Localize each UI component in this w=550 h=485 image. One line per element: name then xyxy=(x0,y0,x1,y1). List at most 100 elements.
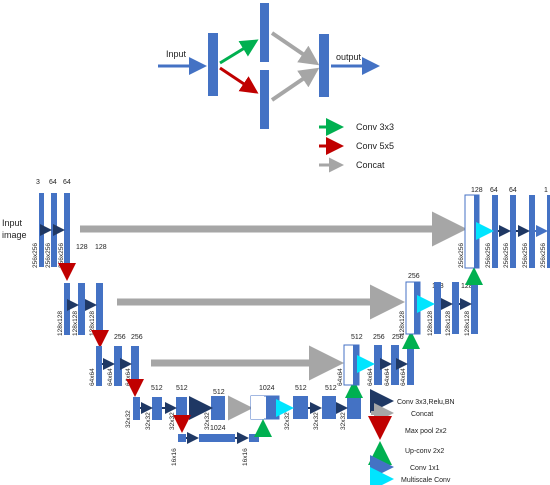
channel-label: 64 xyxy=(490,187,498,194)
dimension-label: 32x32 xyxy=(125,410,132,428)
feature-block xyxy=(529,195,535,268)
dimension-label: 256x256 xyxy=(485,243,492,268)
feature-block xyxy=(64,193,70,267)
dimension-label: 128x128 xyxy=(464,311,471,336)
dimension-label: 256x256 xyxy=(58,243,65,268)
channel-label: 512 xyxy=(325,385,337,392)
feature-block xyxy=(131,346,139,386)
dimension-label: 64x64 xyxy=(400,368,407,386)
feature-block xyxy=(374,345,382,385)
legend-conv-label: Conv 3x3,Relu,BN xyxy=(397,399,455,406)
feature-block xyxy=(64,283,70,335)
channel-label: 128 xyxy=(471,187,483,194)
channel-label: 64 xyxy=(49,179,57,186)
feature-block xyxy=(114,346,122,386)
legend-maxpool-label: Max pool 2x2 xyxy=(405,428,447,435)
dimension-label: 256x256 xyxy=(458,243,465,268)
dimension-label: 256x256 xyxy=(503,243,510,268)
channel-label: 128 xyxy=(461,283,473,290)
module-output-block xyxy=(319,34,329,97)
channel-label: 512 xyxy=(295,385,307,392)
dimension-label: 128x128 xyxy=(445,311,452,336)
dimension-label: 64x64 xyxy=(125,368,132,386)
dimension-label: 64x64 xyxy=(337,368,344,386)
channel-label: 512 xyxy=(351,334,363,341)
channel-label: 1024 xyxy=(210,425,226,432)
dimension-label: 32x32 xyxy=(284,412,291,430)
feature-block xyxy=(96,346,102,386)
input-image-label-line2: image xyxy=(2,230,27,240)
multiscale-module: Input output Conv 3x3 Conv 5x5 Concat xyxy=(158,3,394,173)
decoder-level-2: 256 128 128 128x128 128x128 128x128 128x… xyxy=(399,273,478,336)
concat-arrow-upper xyxy=(270,31,320,66)
dimension-label: 256x256 xyxy=(32,243,39,268)
feature-block xyxy=(39,193,44,267)
feature-block xyxy=(407,345,414,385)
unet: Input image 3 64 64 256x256 256x256 256x… xyxy=(2,179,550,485)
concat-arrow-lower xyxy=(270,67,320,102)
encoder-level-1: 3 64 64 256x256 256x256 256x256 xyxy=(32,179,71,268)
feature-block xyxy=(152,397,162,420)
feature-block xyxy=(510,195,516,268)
conv3-branch-arrow xyxy=(219,39,259,65)
feature-block xyxy=(353,345,359,385)
feature-block xyxy=(452,282,459,334)
dimension-label: 64x64 xyxy=(89,368,96,386)
feature-block xyxy=(178,434,186,442)
channel-label: 64 xyxy=(63,179,71,186)
conv3-output-block xyxy=(260,3,269,62)
feature-block xyxy=(434,282,441,334)
feature-block xyxy=(293,396,308,419)
dimension-label: 32x32 xyxy=(204,412,211,430)
dimension-label: 256x256 xyxy=(45,243,52,268)
output-block xyxy=(547,195,550,268)
channel-label: 3 xyxy=(36,179,40,186)
feature-block xyxy=(133,397,140,420)
legend-concat-label: Concat xyxy=(356,160,385,170)
feature-block xyxy=(471,282,478,334)
channel-label: 512 xyxy=(213,389,225,396)
channel-label: 256 xyxy=(114,334,126,341)
unet-legend: Conv 3x3,Relu,BN Concat Max pool 2x2 Up-… xyxy=(368,389,455,485)
dimension-label: 32x32 xyxy=(145,412,152,430)
feature-block xyxy=(347,396,361,419)
dimension-label: 128x128 xyxy=(427,311,434,336)
feature-block xyxy=(322,396,336,419)
feature-block xyxy=(492,195,498,268)
dimension-label: 32x32 xyxy=(340,412,347,430)
dimension-label: 32x32 xyxy=(313,412,320,430)
dimension-label: 128x128 xyxy=(89,311,96,336)
legend-conv1x1-label: Conv 1x1 xyxy=(410,465,440,472)
channel-label: 256 xyxy=(392,334,404,341)
feature-block xyxy=(251,396,264,419)
decoder-level-4: 1024 512 512 32x32 32x32 32x32 xyxy=(250,385,361,430)
dimension-label: 32x32 xyxy=(169,412,176,430)
encoder-level-4: 512 512 512 32x32 32x32 32x32 32x32 xyxy=(125,385,225,430)
channel-label: 512 xyxy=(151,385,163,392)
channel-label: 256 xyxy=(131,334,143,341)
channel-label: 256 xyxy=(408,273,420,280)
bottleneck: 1024 16x16 16x16 xyxy=(171,425,259,466)
channel-label: 128 xyxy=(76,244,88,251)
dimension-label: 16x16 xyxy=(171,448,178,466)
feature-block xyxy=(249,434,259,442)
encoder-level-2: 128 128 128x128 128x128 128x128 xyxy=(57,244,107,336)
conv5-branch-arrow xyxy=(219,66,259,94)
encoder-level-3: 256 256 64x64 64x64 64x64 xyxy=(89,334,143,386)
feature-block xyxy=(414,282,420,334)
feature-block xyxy=(78,283,85,335)
dimension-label: 256x256 xyxy=(522,243,529,268)
feature-block xyxy=(176,397,187,420)
legend-upconv-label: Up-conv 2x2 xyxy=(405,448,444,455)
legend-multiscale-label: Multiscale Conv xyxy=(401,477,451,484)
decoder-level-3: 512 256 256 64x64 64x64 64x64 64x64 xyxy=(337,334,414,386)
dimension-label: 256x256 xyxy=(540,243,547,268)
legend-conv5-label: Conv 5x5 xyxy=(356,141,394,151)
module-input-block xyxy=(208,33,218,96)
decoder-level-1: 128 64 64 1 256x256 256x256 256x256 256x… xyxy=(458,187,550,269)
channel-label: 256 xyxy=(373,334,385,341)
module-output-label: output xyxy=(336,52,362,62)
legend-concat-label: Concat xyxy=(411,411,433,418)
legend-conv3-label: Conv 3x3 xyxy=(356,122,394,132)
